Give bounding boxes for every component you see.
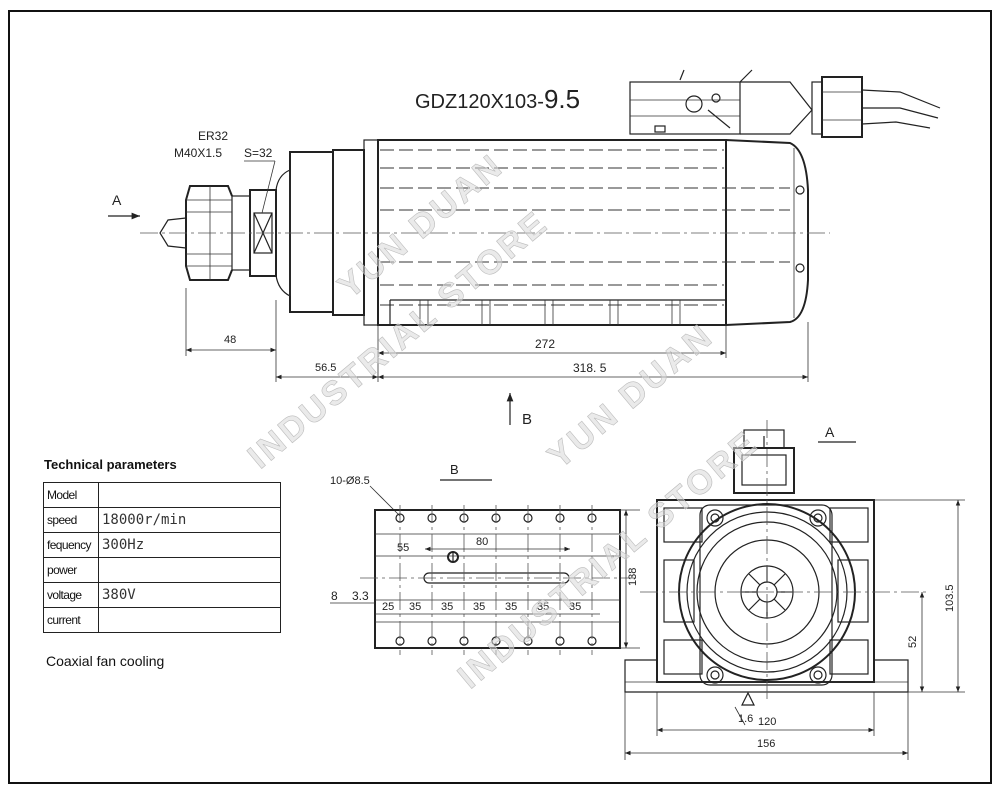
params-title: Technical parameters bbox=[44, 457, 177, 472]
collet-label: ER32 bbox=[198, 129, 228, 143]
param-value: 300Hz bbox=[98, 532, 281, 558]
dim-80: 80 bbox=[476, 536, 488, 548]
dim-272: 272 bbox=[535, 337, 555, 351]
dim-35: 35 bbox=[505, 601, 517, 613]
param-row: power bbox=[43, 557, 281, 583]
dim-35: 35 bbox=[537, 601, 549, 613]
drawing-frame bbox=[8, 10, 992, 784]
param-key: fequency bbox=[43, 532, 99, 558]
view-b-marker: B bbox=[522, 411, 532, 428]
param-key: speed bbox=[43, 507, 99, 533]
dim-35: 35 bbox=[473, 601, 485, 613]
dim-56-5: 56.5 bbox=[315, 362, 336, 374]
dim-48: 48 bbox=[224, 334, 236, 346]
dim-156: 156 bbox=[757, 738, 775, 750]
dim-35: 35 bbox=[569, 601, 581, 613]
dim-35: 35 bbox=[441, 601, 453, 613]
dim-25: 25 bbox=[382, 601, 394, 613]
dim-138: 138 bbox=[627, 568, 639, 586]
cooling-note: Coaxial fan cooling bbox=[46, 653, 165, 669]
param-key: current bbox=[43, 607, 99, 633]
a-view-title: A bbox=[825, 424, 835, 440]
param-value bbox=[98, 607, 281, 633]
param-value: 18000r/min bbox=[98, 507, 281, 533]
dim-3-3: 3.3 bbox=[352, 589, 369, 603]
spindle-side-view: GDZ120X103-9.5 bbox=[108, 69, 941, 428]
param-row: Model bbox=[43, 482, 281, 508]
dim-52: 52 bbox=[907, 636, 919, 648]
dim-103-5: 103.5 bbox=[944, 584, 956, 612]
holes-label: 10-Ø8.5 bbox=[330, 475, 370, 487]
wrench-label: S=32 bbox=[244, 146, 273, 160]
dim-8: 8 bbox=[331, 589, 338, 603]
param-key: power bbox=[43, 557, 99, 583]
dim-318-5: 318. 5 bbox=[573, 361, 607, 375]
mounting-plate-view: B 10-Ø8.5 55 80 138 8 3.3 25 bbox=[330, 462, 640, 655]
model-title: GDZ120X103-9.5 bbox=[415, 84, 580, 114]
dim-1-6: 1.6 bbox=[738, 713, 753, 725]
dim-120: 120 bbox=[758, 716, 776, 728]
param-value bbox=[98, 557, 281, 583]
dim-55: 55 bbox=[397, 542, 409, 554]
view-a-marker: A bbox=[112, 192, 122, 208]
b-view-title: B bbox=[450, 462, 459, 477]
param-row: current bbox=[43, 607, 281, 633]
thread-label: M40X1.5 bbox=[174, 146, 222, 160]
param-key: voltage bbox=[43, 582, 99, 608]
front-view: A bbox=[624, 420, 965, 760]
param-value bbox=[98, 482, 281, 508]
dim-35: 35 bbox=[409, 601, 421, 613]
param-value: 380V bbox=[98, 582, 281, 608]
param-key: Model bbox=[43, 482, 99, 508]
svg-text:YUN DUAN: YUN DUAN bbox=[541, 316, 721, 476]
